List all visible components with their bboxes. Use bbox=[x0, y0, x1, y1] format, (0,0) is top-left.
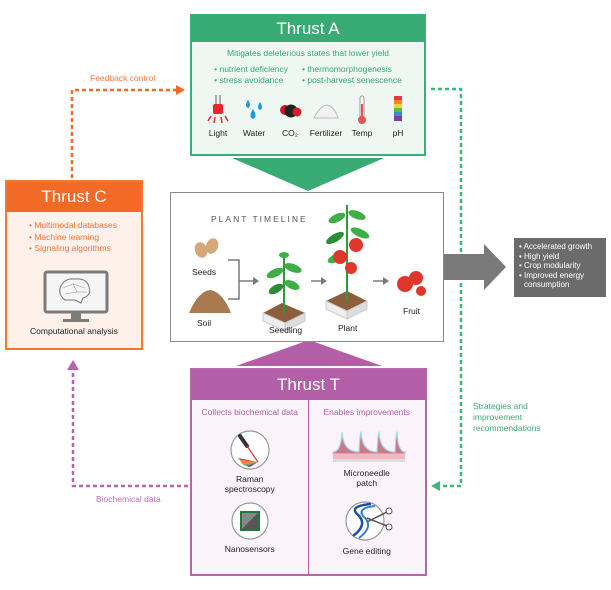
microneedle-label: Microneedle patch bbox=[309, 468, 426, 488]
collects-data-column: Collects biochemical data Raman spectros… bbox=[192, 400, 309, 574]
factor-ph: pH bbox=[382, 94, 414, 138]
thrust-a-subtitle: Mitigates deleterious states that lower … bbox=[226, 48, 390, 58]
thrust-c-title: Thrust C bbox=[7, 182, 141, 212]
seeds-icon bbox=[194, 238, 219, 258]
nanosensor-chip-icon bbox=[231, 502, 269, 540]
light-bulb-icon bbox=[207, 95, 229, 124]
factor-co2: CO₂ bbox=[274, 94, 306, 138]
ph-strip-icon bbox=[394, 96, 402, 121]
computer-brain-icon bbox=[43, 270, 109, 322]
collects-data-heading: Collects biochemical data bbox=[201, 407, 298, 417]
thrust-t-up-arrow bbox=[236, 340, 382, 366]
feedback-control-label: Feedback control bbox=[90, 73, 156, 83]
thrust-t-panel: Thrust T Collects biochemical data Raman… bbox=[190, 368, 427, 576]
gene-editing-label: Gene editing bbox=[309, 546, 426, 556]
tomato-plant-icon bbox=[325, 205, 370, 320]
bullet-item: • Signaling algorithms bbox=[29, 243, 111, 253]
factor-label: CO₂ bbox=[281, 128, 299, 138]
thrust-a-down-arrow bbox=[232, 158, 384, 191]
thrust-a-title: Thrust A bbox=[192, 16, 424, 42]
label-line: Strategies and bbox=[473, 401, 528, 411]
thrust-a-bullets-left: • nutrient deficiency • stress avoidance bbox=[214, 64, 288, 86]
seedling-label: Seedling bbox=[269, 325, 303, 335]
outcome-item: consumption bbox=[524, 280, 570, 289]
thrust-c-caption: Computational analysis bbox=[30, 326, 118, 336]
plant-timeline-graphics bbox=[189, 205, 426, 332]
factor-label: Light bbox=[208, 128, 228, 138]
factor-fertilizer: Fertilizer bbox=[310, 94, 342, 138]
thrust-a-bullets-right: • thermomorphogenesis • post-harvest sen… bbox=[302, 64, 402, 86]
factor-icons: Light Water CO₂ Fertilizer bbox=[192, 94, 424, 138]
bullet-item: • Multimodal databases bbox=[29, 220, 118, 230]
soil-label: Soil bbox=[197, 318, 212, 328]
water-drops-icon bbox=[246, 100, 262, 119]
factor-label: Fertilizer bbox=[309, 128, 343, 138]
factor-label: Temp bbox=[351, 128, 373, 138]
label-line: Gene editing bbox=[342, 546, 391, 556]
raman-label: Raman spectroscopy bbox=[192, 474, 308, 494]
label-line: Nanosensors bbox=[224, 544, 275, 554]
thrust-c-panel: Thrust C • Multimodal databases • Machin… bbox=[5, 180, 143, 350]
raman-spectroscopy-icon bbox=[230, 430, 270, 470]
co2-molecule-icon bbox=[280, 104, 302, 118]
strategies-label: Strategies and improvement recommendatio… bbox=[473, 401, 541, 434]
fertilizer-pile-icon bbox=[313, 104, 339, 119]
enables-improvements-heading: Enables improvements bbox=[323, 407, 410, 417]
fruit-label: Fruit bbox=[403, 306, 420, 316]
factor-label: pH bbox=[392, 128, 404, 138]
bullet-item: • Machine learning bbox=[29, 231, 100, 242]
label-line: Microneedle bbox=[343, 468, 390, 478]
factor-temp: Temp bbox=[346, 94, 378, 138]
label-line: spectroscopy bbox=[224, 484, 275, 494]
biochemical-data-label: Biochemical data bbox=[96, 494, 161, 504]
plant-label: Plant bbox=[338, 323, 358, 333]
soil-icon bbox=[189, 290, 231, 313]
factor-light: Light bbox=[202, 94, 234, 138]
bullet-item: • stress avoidance bbox=[214, 75, 284, 85]
enables-improvements-column: Enables improvements Microneedle patch G… bbox=[309, 400, 426, 574]
output-arrow bbox=[444, 244, 506, 290]
tomato-fruit-icon bbox=[397, 271, 426, 296]
thrust-c-bullets: • Multimodal databases • Machine learnin… bbox=[29, 220, 141, 255]
plant-timeline-title: PLANT TIMELINE bbox=[211, 214, 308, 224]
outcome-item: • High yield bbox=[519, 251, 560, 261]
bullet-item: • thermomorphogenesis bbox=[302, 64, 392, 74]
outcome-item: • Crop modularity bbox=[519, 261, 581, 270]
bracket-arrow bbox=[228, 259, 253, 300]
seeds-label: Seeds bbox=[192, 267, 217, 277]
seedling-icon bbox=[262, 252, 306, 332]
bullet-item: • post-harvest senescence bbox=[302, 75, 402, 85]
outcome-item: • Improved energy bbox=[519, 270, 585, 280]
thrust-a-panel: Thrust A Mitigates deleterious states th… bbox=[190, 14, 426, 156]
nanosensors-label: Nanosensors bbox=[192, 544, 308, 554]
label-line: improvement bbox=[473, 412, 523, 422]
feedback-control-arrow bbox=[70, 85, 185, 178]
label-line: patch bbox=[356, 478, 378, 488]
outcomes-box: • Accelerated growth • High yield • Crop… bbox=[514, 238, 606, 297]
biochemical-data-arrow bbox=[67, 360, 188, 488]
factor-water: Water bbox=[238, 94, 270, 138]
gene-editing-icon bbox=[344, 501, 392, 541]
factor-label: Water bbox=[242, 128, 266, 138]
thrust-t-title: Thrust T bbox=[192, 370, 425, 400]
microneedle-patch-icon bbox=[331, 431, 406, 462]
outcome-item: • Accelerated growth bbox=[519, 242, 593, 251]
thermometer-icon bbox=[358, 95, 366, 124]
plant-timeline-panel: PLANT TIMELINE bbox=[170, 192, 444, 342]
strategies-arrow bbox=[431, 87, 463, 491]
label-line: recommendations bbox=[473, 423, 541, 433]
bullet-item: • nutrient deficiency bbox=[214, 64, 288, 74]
label-line: Raman bbox=[236, 474, 264, 484]
